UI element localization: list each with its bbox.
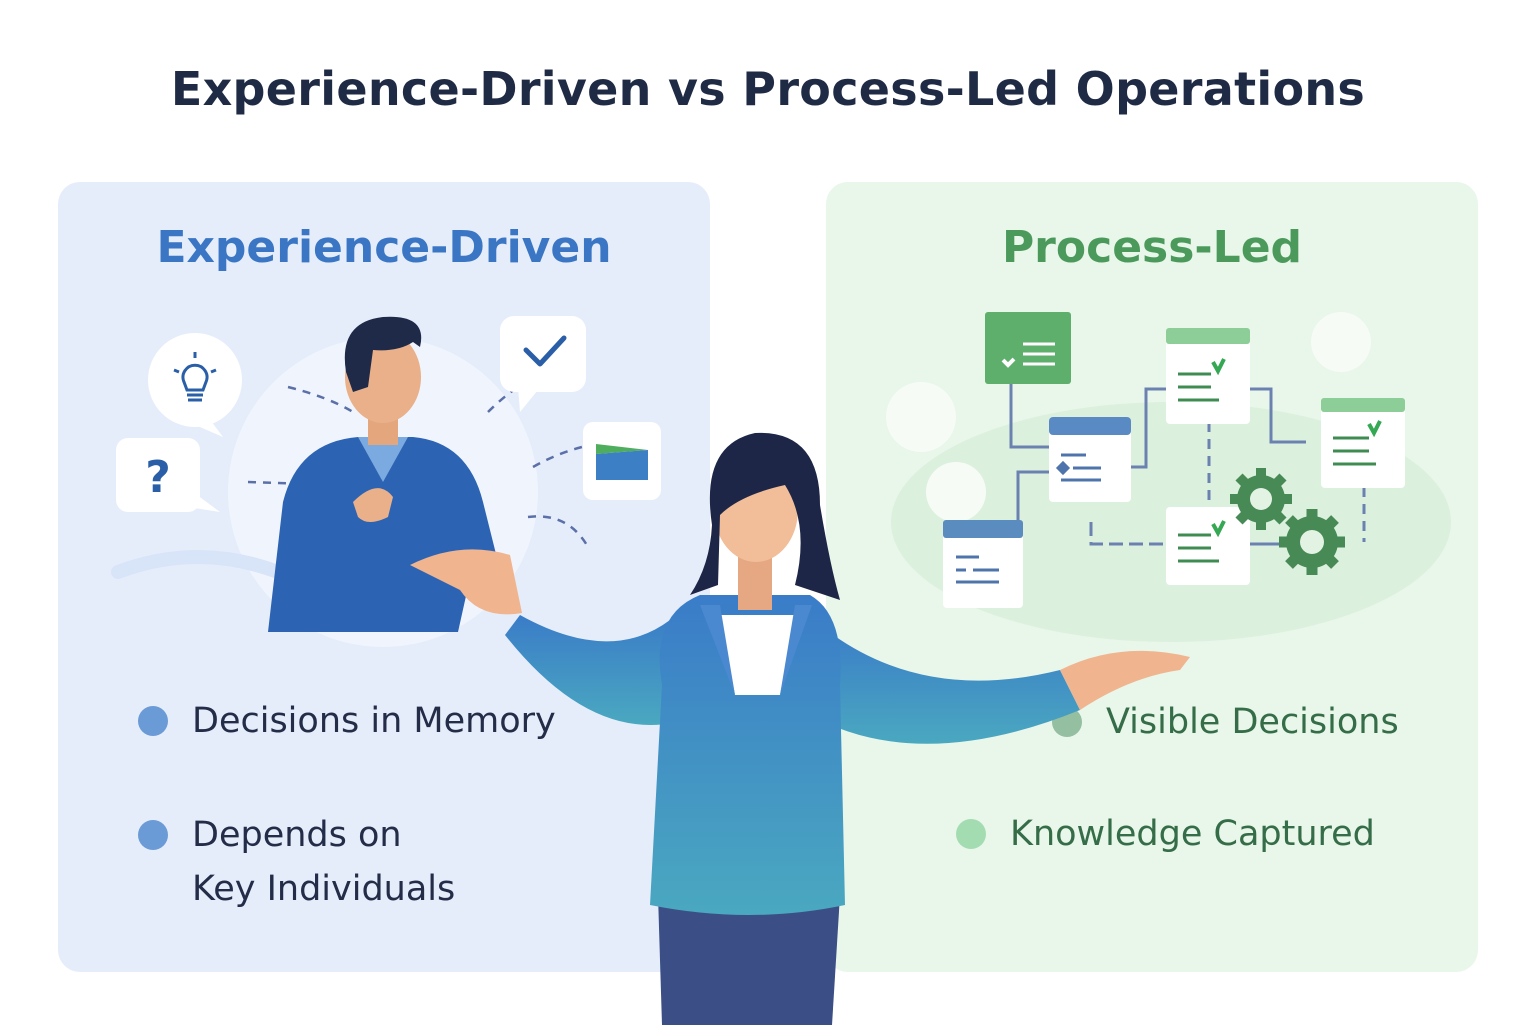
gear-icon xyxy=(1279,509,1345,575)
card-icon xyxy=(596,444,648,480)
check-bubble xyxy=(500,316,586,412)
presenter-woman-illustration xyxy=(410,432,1190,1025)
document-card-top xyxy=(1166,328,1250,424)
experience-driven-panel: Experience-Driven ? xyxy=(58,182,710,972)
bullet-knowledge-captured: Knowledge Captured xyxy=(956,807,1375,861)
gear-icon xyxy=(1230,468,1292,530)
blue-folder-card xyxy=(1049,417,1131,502)
blue-window-card xyxy=(943,520,1023,608)
man-figure xyxy=(268,316,503,632)
lightbulb-bubble xyxy=(148,333,242,437)
bullet-decisions-in-memory: Decisions in Memory xyxy=(138,694,556,748)
card-bubble xyxy=(583,422,661,500)
process-led-heading: Process-Led xyxy=(1001,222,1303,273)
lightbulb-icon xyxy=(173,352,217,402)
experience-driven-heading: Experience-Driven xyxy=(156,222,612,273)
document-card-right xyxy=(1321,398,1405,488)
question-bubble: ? xyxy=(116,438,220,512)
bullet-dot xyxy=(956,819,986,849)
document-card-bottom xyxy=(1166,507,1250,585)
process-flow-illustration xyxy=(886,312,1451,642)
page-title: Experience-Driven vs Process-Led Operati… xyxy=(170,62,1366,116)
checkmark-icon xyxy=(523,335,567,367)
green-card xyxy=(985,312,1071,384)
bullet-dot xyxy=(138,820,168,850)
bullet-dot xyxy=(138,706,168,736)
question-mark-icon: ? xyxy=(145,452,171,503)
bullet-depends-on-key-individuals: Depends on Key Individuals xyxy=(138,808,455,916)
bullet-visible-decisions: Visible Decisions xyxy=(1052,695,1399,749)
man-illustration: ? xyxy=(111,316,661,647)
process-led-panel: Process-Led xyxy=(826,182,1478,972)
